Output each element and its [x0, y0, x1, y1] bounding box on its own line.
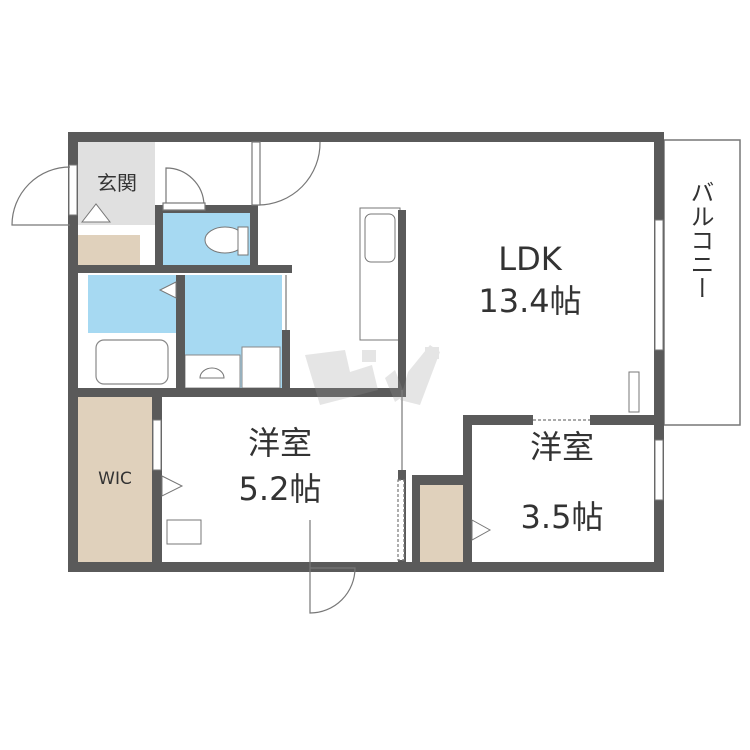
doors[interactable]	[11, 141, 590, 614]
sink-icon	[199, 367, 225, 379]
balcony-label: バルコニー	[686, 180, 714, 300]
storage-arrows	[80, 203, 492, 541]
wic-label: WIC	[98, 469, 132, 489]
western1-size: 5.2帖	[239, 470, 322, 508]
western2-label: 洋室	[530, 428, 594, 466]
ac-unit	[628, 371, 640, 413]
desk	[166, 519, 202, 545]
closet	[420, 485, 463, 562]
western2-size: 3.5帖	[521, 498, 604, 536]
ldk-size: 13.4帖	[478, 282, 581, 320]
windows[interactable]	[68, 164, 664, 501]
watermark-logo	[305, 345, 440, 405]
bedroom1-door	[309, 520, 356, 614]
western1-label: 洋室	[248, 424, 312, 462]
bathtub-inner	[95, 339, 169, 385]
toilet-door	[165, 167, 205, 206]
washer-space	[241, 346, 281, 389]
ldk-label: LDK	[498, 240, 562, 278]
balcony	[663, 139, 741, 426]
wic-floor	[78, 397, 152, 562]
kitchen-counter	[359, 207, 401, 341]
shoe-closet	[78, 235, 140, 265]
entrance-door	[11, 166, 71, 226]
ldk-door	[257, 141, 321, 206]
vanity	[184, 354, 241, 389]
entrance-label: 玄関	[97, 171, 137, 195]
bathtub	[88, 333, 176, 388]
toilet-tank	[237, 226, 249, 256]
kitchen-sink	[364, 213, 396, 263]
svg-text:バルコニー: バルコニー	[686, 180, 714, 300]
